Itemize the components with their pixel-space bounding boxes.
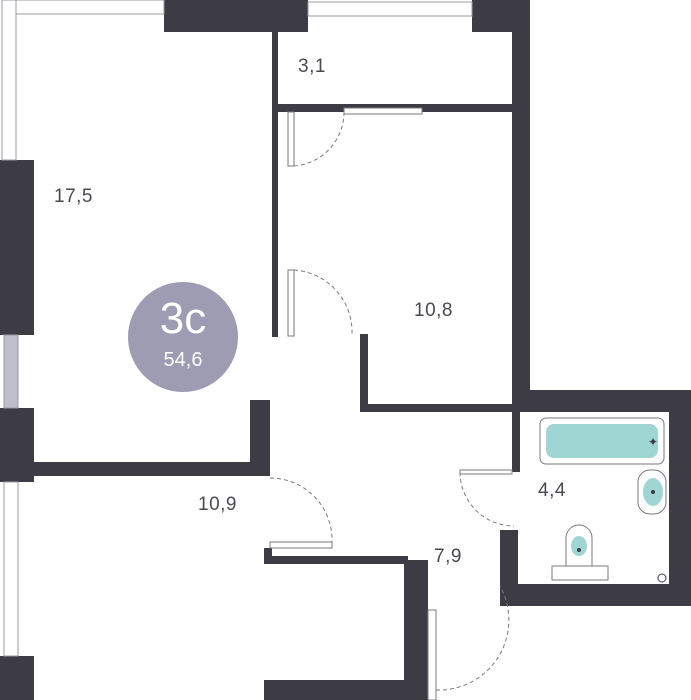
drain-icon [657, 573, 667, 583]
windows [1, 0, 473, 657]
room-area-bedroom-bottom: 10,9 [198, 494, 237, 515]
toilet-icon [551, 524, 609, 581]
room-area-bathroom: 4,4 [538, 480, 566, 501]
sink-icon [637, 469, 667, 515]
apartment-type: 3с [159, 294, 207, 343]
room-area-balcony: 3,1 [298, 56, 326, 77]
total-area: 54,6 [163, 349, 203, 371]
apartment-badge: 3с 54,6 [128, 282, 238, 392]
bathtub-icon: ✦ [539, 417, 665, 465]
svg-text:✦: ✦ [648, 435, 658, 449]
doors [269, 107, 515, 700]
room-area-hallway: 7,9 [434, 546, 462, 567]
room-area-bedroom-right: 10,8 [414, 300, 453, 321]
room-area-living: 17,5 [54, 186, 93, 207]
